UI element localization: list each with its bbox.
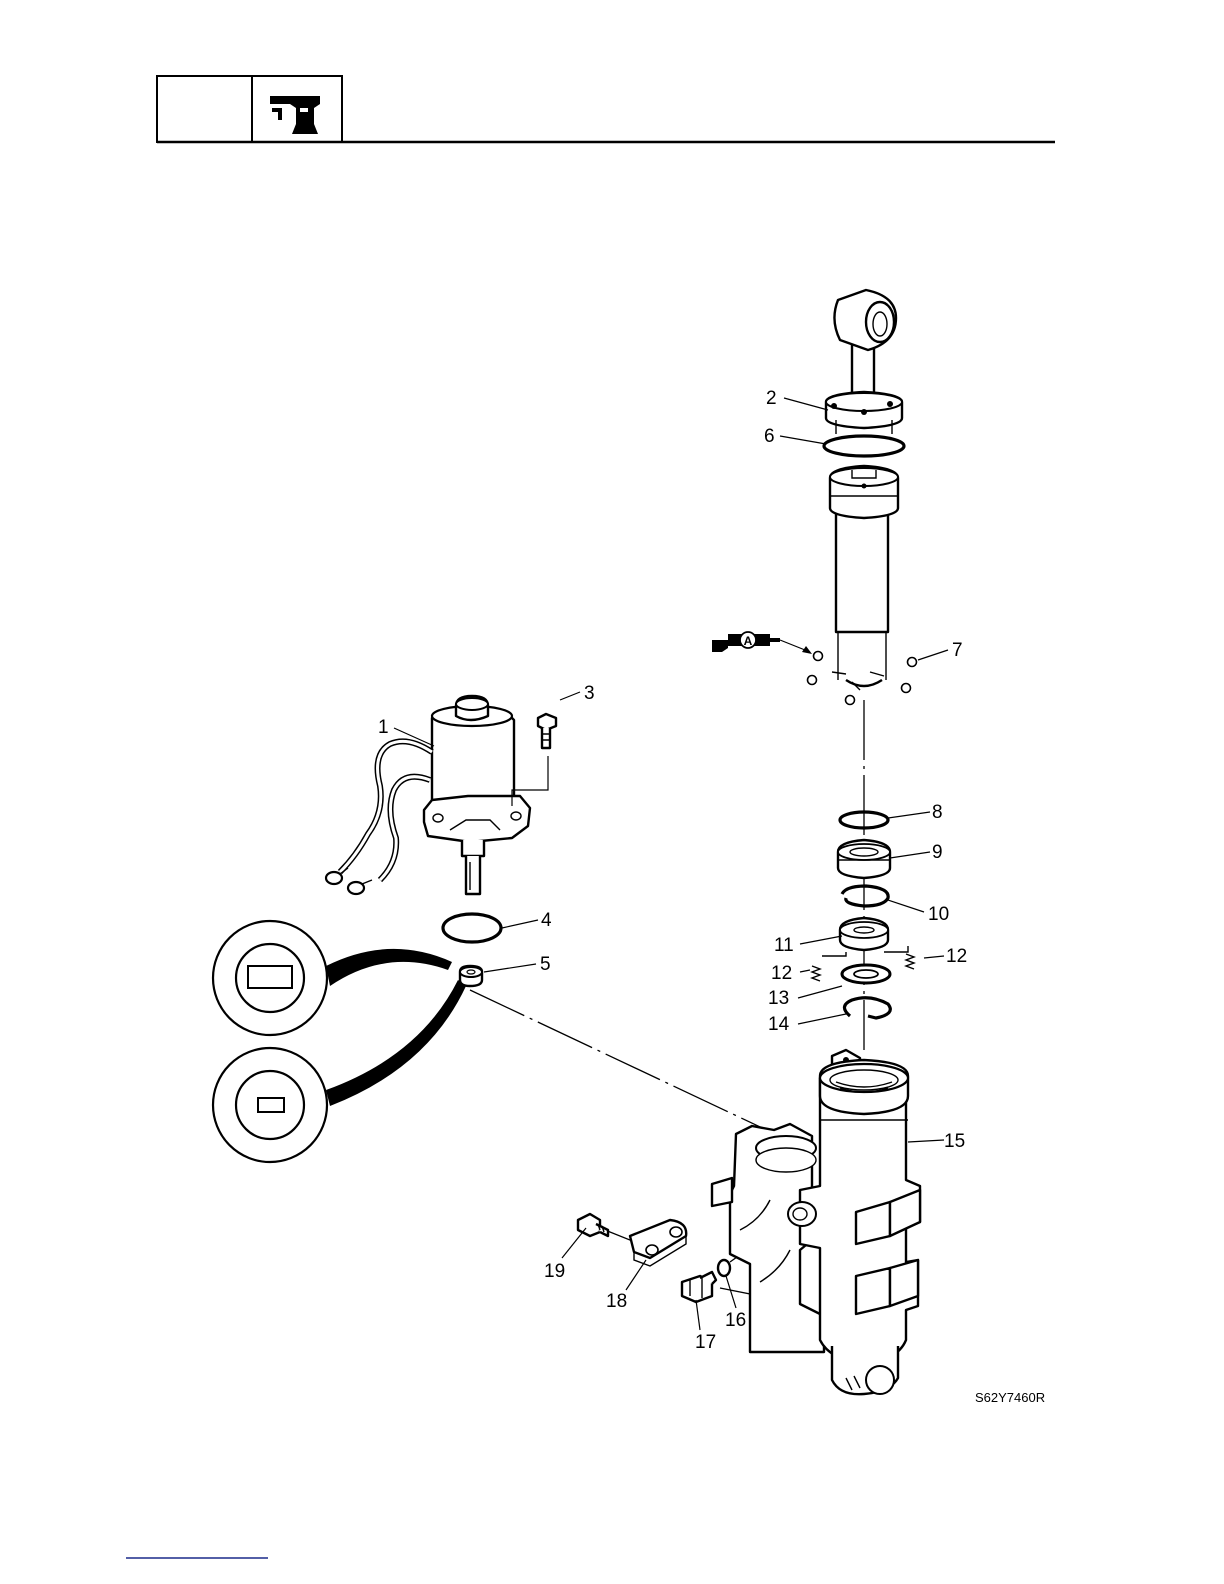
callout-14: 14 [768,1014,790,1035]
callout-18: 18 [606,1291,627,1312]
plug-17 [682,1272,716,1302]
filter-5 [460,966,482,986]
tilt-cylinder-body-15 [712,1050,920,1394]
o-ring-16 [718,1260,730,1276]
bracket-18 [630,1220,686,1266]
piston-9 [838,840,890,878]
callout-6: 6 [764,426,775,447]
tilt-motor-1 [326,696,530,894]
lubricant-letter: A [744,634,753,648]
callout-11: 11 [774,935,794,956]
washer-13 [842,965,890,983]
callout-13: 13 [768,988,789,1009]
assembly-line-motor [470,990,792,1142]
screw-3 [512,714,556,806]
circlip-10 [842,886,888,906]
callout-4: 4 [541,910,552,931]
callout-2: 2 [766,388,777,409]
callout-17: 17 [695,1332,716,1353]
figure-reference-code: S62Y7460R [975,1390,1045,1405]
page-header [157,76,1055,142]
callout-7: 7 [952,640,963,661]
tilt-cylinder-tube [830,466,898,686]
callout-16: 16 [725,1310,746,1331]
callout-5: 5 [540,954,551,975]
o-ring-4 [443,914,501,942]
callout-19: 19 [544,1261,565,1282]
detail-view-filter-side [213,921,452,1035]
check-balls-7 [808,652,917,705]
grease-gun-icon: A [712,632,812,654]
callout-10: 10 [928,904,949,925]
callout-3: 3 [584,683,595,704]
callout-1: 1 [378,717,389,738]
circlip-14 [844,998,890,1018]
callout-9: 9 [932,842,943,863]
callout-8: 8 [932,802,943,823]
callout-12-right: 12 [946,946,967,967]
callout-15: 15 [944,1131,965,1152]
piston-rod-assembly [826,290,902,434]
callout-12-left: 12 [771,963,792,984]
o-ring-6 [824,436,904,456]
